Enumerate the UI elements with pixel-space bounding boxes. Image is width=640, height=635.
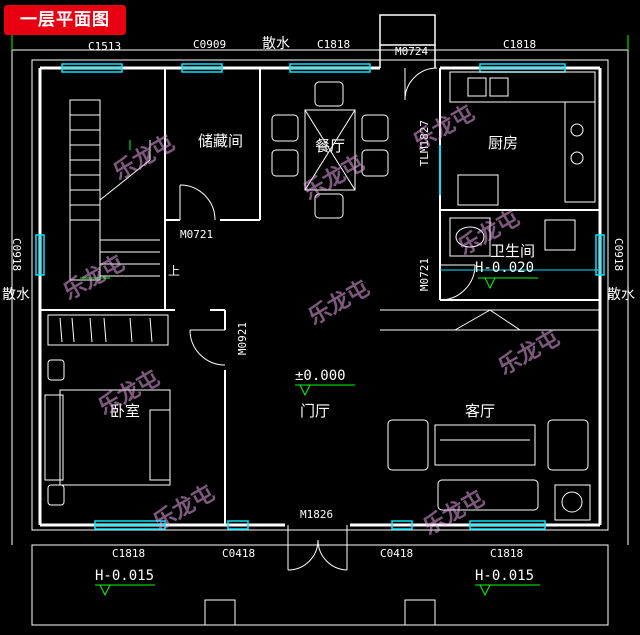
interior-walls (40, 68, 600, 525)
staircase (69, 99, 160, 281)
top-shaft (379, 14, 436, 68)
kitchen-fixtures (449, 71, 596, 206)
label-c1818-top1: C1818 (317, 38, 351, 51)
porch (31, 544, 609, 626)
label-m0921: M0921 (236, 322, 249, 356)
label-c1513: C1513 (88, 40, 122, 53)
room-dining: 餐厅 (315, 137, 346, 155)
dimension-marks (11, 35, 629, 50)
label-c0909: C0909 (193, 38, 227, 51)
room-living: 客厅 (465, 402, 496, 420)
drawing-title: 一层平面图 (4, 5, 126, 35)
label-c1818-bot1: C1818 (112, 547, 146, 560)
label-c0418-1: C0418 (222, 547, 256, 560)
room-storage: 储藏间 (198, 132, 244, 150)
label-sanshui-top: 散水 (262, 36, 290, 52)
room-bedroom: 卧室 (110, 402, 141, 420)
room-bathroom: 卫生间 (490, 242, 536, 260)
label-c1818-bot2: C1818 (490, 547, 524, 560)
label-m0724: M0724 (395, 45, 429, 58)
level-porch-right: H-0.015 (475, 568, 535, 584)
level-foyer: ±0.000 (295, 368, 346, 384)
label-c0918-left: C0918 (10, 238, 23, 272)
level-bath: H-0.020 (475, 260, 535, 276)
doors (179, 67, 476, 571)
windows (35, 63, 605, 530)
label-sanshui-left: 散水 (2, 287, 30, 303)
label-m0721-bath: M0721 (418, 258, 431, 292)
label-c1818-top2: C1818 (503, 38, 537, 51)
bathroom-fixtures (440, 217, 600, 271)
dining-set (271, 81, 389, 219)
label-c0918-right: C0918 (612, 238, 625, 272)
label-sanshui-right: 散水 (607, 287, 635, 303)
level-porch-left: H-0.015 (95, 568, 155, 584)
room-kitchen: 厨房 (488, 134, 519, 152)
bedroom-furniture (44, 314, 171, 506)
title-text: 一层平面图 (20, 10, 110, 30)
label-stair-up: 上 (168, 264, 181, 278)
living-furniture (387, 419, 591, 521)
outer-boundary (11, 49, 629, 545)
level-marks (95, 277, 540, 597)
room-foyer: 门厅 (300, 402, 331, 420)
label-m1826: M1826 (300, 508, 334, 521)
label-c0418-2: C0418 (380, 547, 414, 560)
label-m0721-storage: M0721 (180, 228, 214, 241)
